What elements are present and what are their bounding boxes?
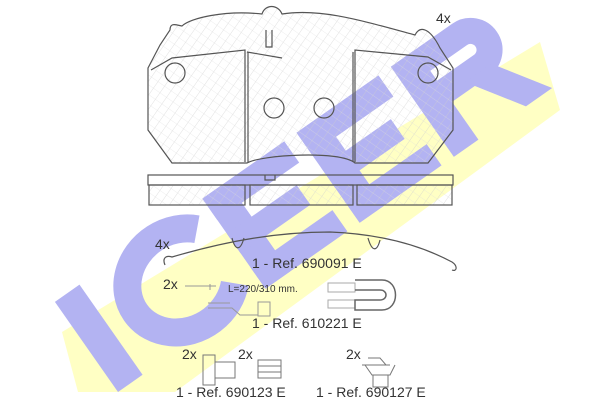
- clip-kit-ref: 1 - Ref. 690127 E: [316, 384, 426, 400]
- bolt-quantity: 2x: [182, 346, 197, 362]
- logo-letter-c: [113, 214, 249, 347]
- washer-icon: [257, 359, 282, 379]
- logo-letter-i: [54, 284, 143, 392]
- pad-front-view: [147, 5, 454, 164]
- spring-quantity: 4x: [155, 236, 170, 252]
- pad-side-view: [147, 174, 454, 206]
- sensor-quantity: 2x: [163, 276, 178, 292]
- clip-icon: [362, 357, 396, 388]
- pad-quantity: 4x: [436, 10, 451, 26]
- spring-ref: 1 - Ref. 690091 E: [252, 255, 362, 271]
- sensor-ref: 1 - Ref. 610221 E: [252, 315, 362, 331]
- clip-quantity: 2x: [346, 346, 361, 362]
- bolt-icon: [202, 354, 236, 386]
- sensor-length: L=220/310 mm.: [228, 284, 298, 295]
- bolt-kit-ref: 1 - Ref. 690123 E: [176, 384, 286, 400]
- spring-illustration: [163, 231, 457, 271]
- washer-quantity: 2x: [238, 346, 253, 362]
- sensor-illustration: [185, 279, 397, 317]
